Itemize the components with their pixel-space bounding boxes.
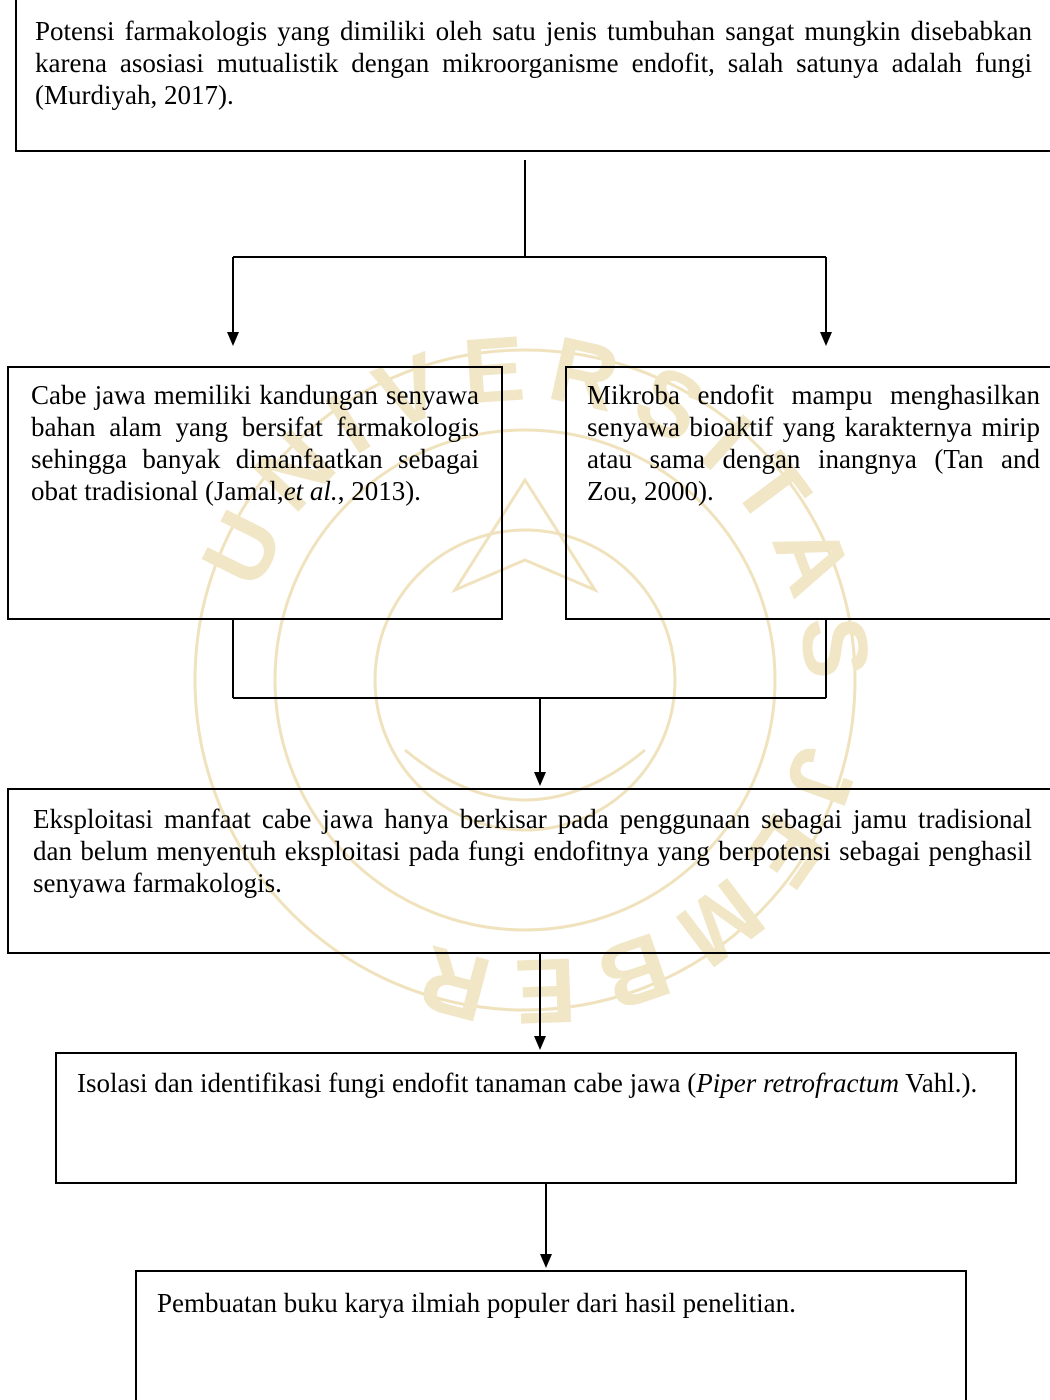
isolation-text-italic: Piper retrofractum xyxy=(696,1068,900,1098)
arrowhead-isolation xyxy=(534,1036,546,1050)
arrowhead-middle xyxy=(534,772,546,786)
arrowhead-left xyxy=(227,332,239,346)
mikroba-endofit-text: Mikroba endofit mampu menghasilkan senya… xyxy=(587,380,1040,506)
premise-box: Potensi farmakologis yang dimiliki oleh … xyxy=(15,0,1050,152)
book-output-box: Pembuatan buku karya ilmiah populer dari… xyxy=(135,1270,967,1400)
exploitation-text: Eksploitasi manfaat cabe jawa hanya berk… xyxy=(33,804,1032,898)
cabe-jawa-box: Cabe jawa memiliki kandungan senyawa bah… xyxy=(7,366,503,620)
mikroba-endofit-box: Mikroba endofit mampu menghasilkan senya… xyxy=(565,366,1050,620)
isolation-text: Isolasi dan identifikasi fungi endofit t… xyxy=(77,1068,697,1098)
book-output-text: Pembuatan buku karya ilmiah populer dari… xyxy=(157,1288,796,1318)
premise-text: Potensi farmakologis yang dimiliki oleh … xyxy=(35,16,1032,110)
arrowhead-bottom xyxy=(540,1254,552,1268)
isolation-text-end: Vahl.). xyxy=(899,1068,978,1098)
arrowhead-right xyxy=(820,332,832,346)
cabe-jawa-text-italic: et al. xyxy=(283,475,338,506)
cabe-jawa-text-end: , 2013). xyxy=(337,475,421,506)
isolation-box: Isolasi dan identifikasi fungi endofit t… xyxy=(55,1052,1017,1184)
exploitation-box: Eksploitasi manfaat cabe jawa hanya berk… xyxy=(7,788,1050,954)
